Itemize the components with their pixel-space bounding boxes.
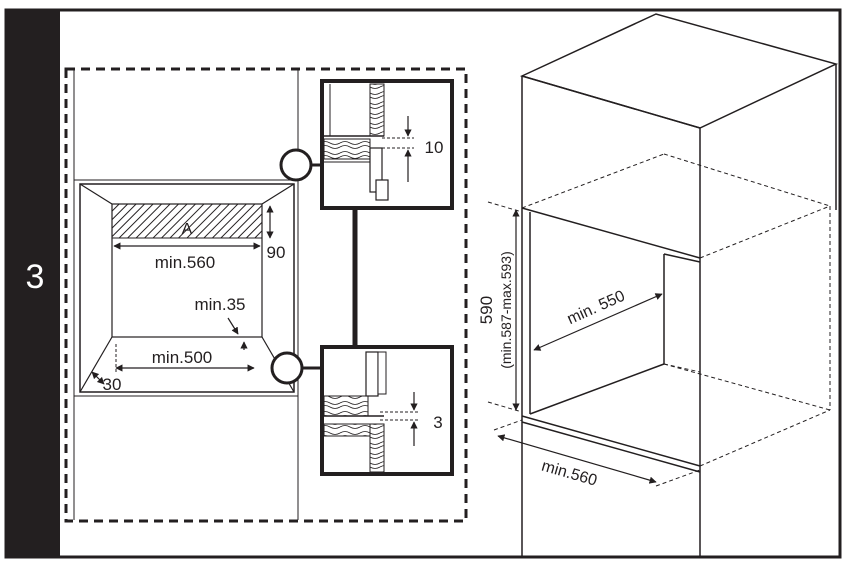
step-number-bar xyxy=(6,10,60,557)
right-detail xyxy=(487,13,839,556)
upper-gap-value: 10 xyxy=(425,138,444,157)
dim-top-width: min.560 xyxy=(155,253,215,272)
dashed-enclosure xyxy=(64,67,468,523)
outer-border xyxy=(4,8,842,559)
zone-a-hatch xyxy=(111,203,263,239)
dim-side: 30 xyxy=(103,375,122,394)
lower-callout-circle xyxy=(270,351,304,385)
dim-height: 590 xyxy=(477,296,496,324)
step-number: 3 xyxy=(25,258,45,296)
lower-gap-value: 3 xyxy=(433,413,442,432)
dim-back-gap: min.35 xyxy=(194,295,245,314)
dim-top-gap: 90 xyxy=(267,243,286,262)
callout-details: 10 3 xyxy=(270,79,454,476)
dim-height-range: (min.587-max.593) xyxy=(498,251,514,369)
left-detail: A min.560 90 min.35 min.500 30 xyxy=(64,67,468,523)
label-a: A xyxy=(182,221,193,238)
upper-callout-circle xyxy=(279,148,313,182)
dim-depth: min. 550 xyxy=(565,288,628,329)
dim-bottom-width: min.500 xyxy=(152,348,212,367)
